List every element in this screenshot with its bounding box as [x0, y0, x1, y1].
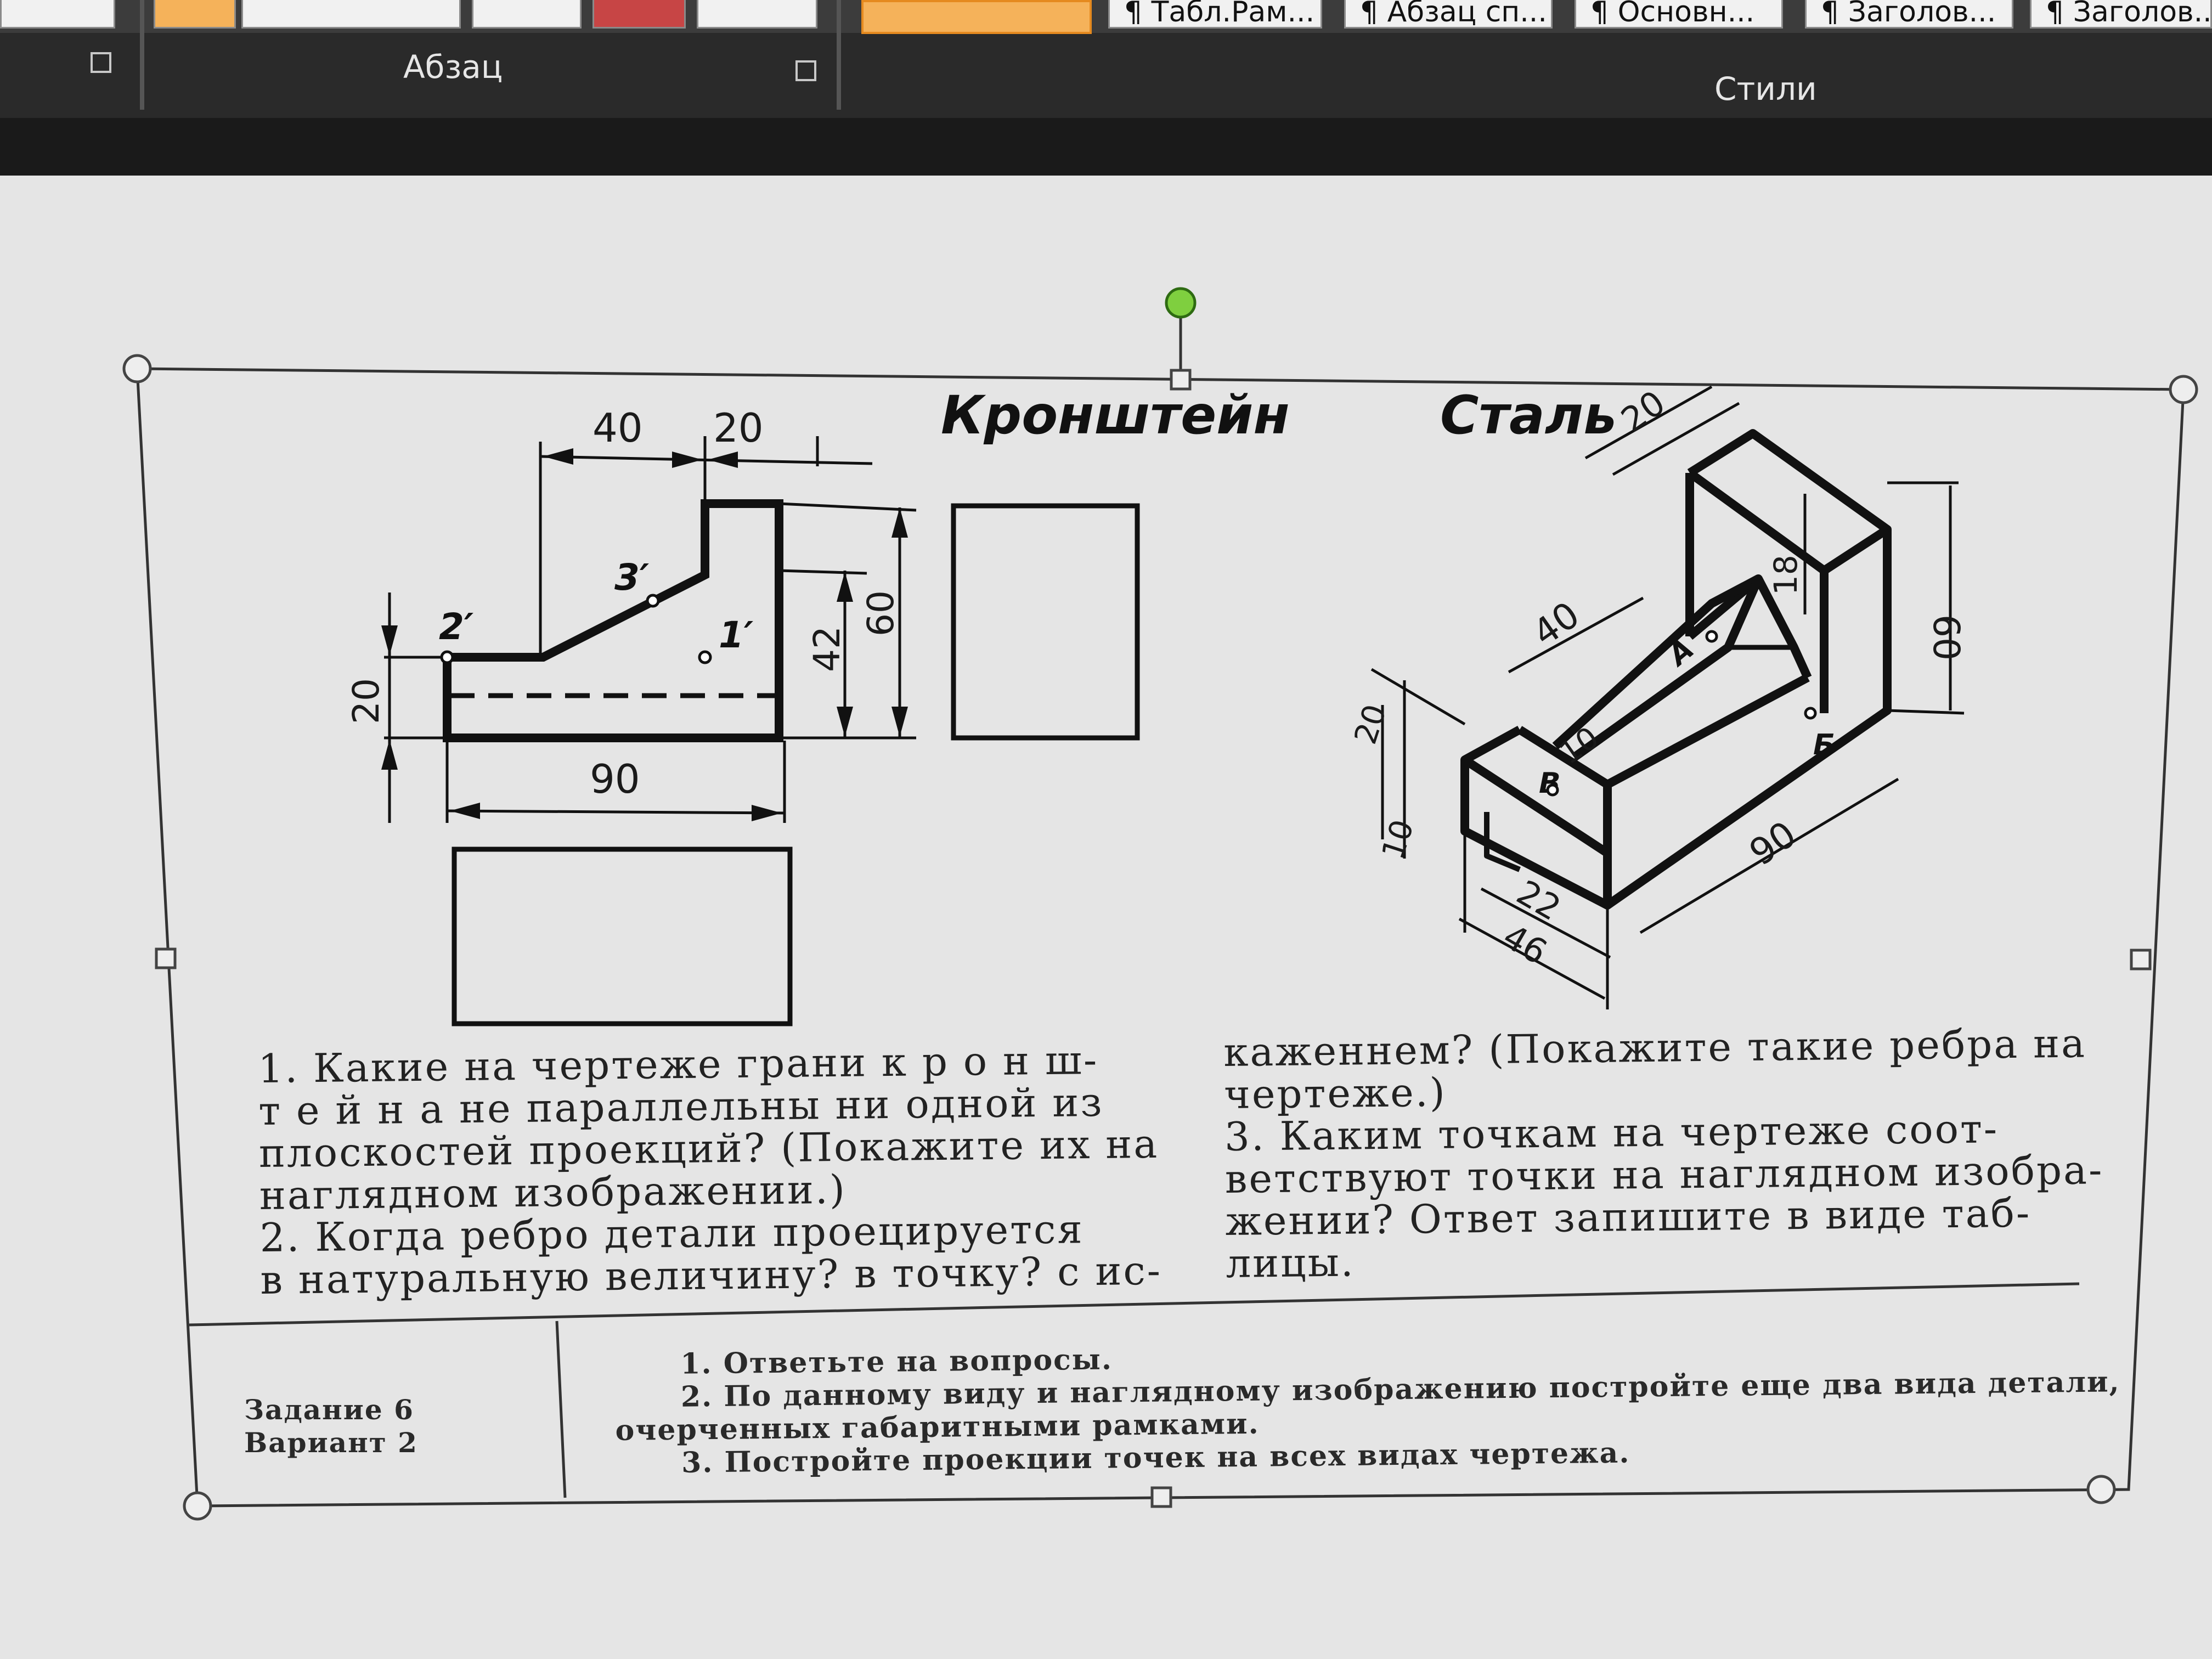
style-button-2[interactable]: ¶ Абзац сп... — [1344, 0, 1553, 29]
svg-text:90: 90 — [1742, 813, 1804, 874]
front-view-dimensions: 40 20 90 20 42 60 3′ 2′ 1′ — [345, 405, 902, 802]
svg-text:20: 20 — [713, 405, 764, 451]
document-page — [0, 176, 2212, 1659]
top-view-frame — [452, 847, 793, 1026]
svg-text:18: 18 — [1767, 555, 1804, 595]
ribbon-button[interactable] — [472, 0, 582, 29]
front-view — [381, 436, 917, 823]
point-b-label: Б — [1813, 729, 1835, 761]
ribbon-button[interactable] — [592, 0, 686, 29]
question-line: жении? Ответ запишите в виде таб- — [1225, 1189, 2032, 1244]
isometric-points — [1546, 630, 1817, 797]
svg-text:60: 60 — [1925, 614, 1967, 661]
svg-text:20: 20 — [345, 678, 387, 724]
svg-text:20: 20 — [1347, 700, 1393, 748]
dialog-launcher-icon[interactable] — [91, 52, 111, 73]
task-number: Задание 6 — [244, 1393, 414, 1426]
side-view-frame — [951, 503, 1140, 741]
group-label-styles: Стили — [1714, 70, 1817, 108]
title-block — [189, 1282, 2080, 1498]
group-separator — [140, 0, 144, 110]
style-button-3[interactable]: ¶ Основн... — [1575, 0, 1783, 29]
isometric-dimension-lines — [1370, 385, 1965, 1009]
resize-handle-icon[interactable] — [122, 354, 2198, 1521]
question-line: плоскостей проекций? (Покажите их на — [258, 1120, 1159, 1176]
svg-text:42: 42 — [806, 626, 848, 672]
document-top-margin — [0, 118, 2212, 176]
picture-selection-frame — [136, 303, 2185, 1508]
ribbon-button[interactable] — [154, 0, 236, 29]
isometric-dimensions: 20 18 60 40 10 20 10 22 46 90 А Б В — [1347, 382, 1967, 972]
rotation-handle-icon[interactable] — [1165, 287, 1197, 319]
svg-text:40: 40 — [1525, 594, 1587, 654]
point-1-label: 1′ — [719, 614, 753, 656]
task-label: Задание 6 Вариант 2 — [244, 1393, 418, 1459]
questions-right-column: каженнем? (Покажите такие ребра на черте… — [1223, 1020, 2104, 1286]
group-label-paragraph: Абзац — [403, 48, 503, 86]
ribbon-button[interactable] — [0, 0, 115, 29]
ribbon-button[interactable] — [697, 0, 817, 29]
point-2-label: 2′ — [439, 606, 473, 648]
style-button-1[interactable]: ¶ Табл.Рам... — [1108, 0, 1322, 29]
svg-text:90: 90 — [590, 756, 640, 802]
svg-text:10: 10 — [1553, 720, 1606, 771]
svg-text:20: 20 — [1614, 382, 1673, 440]
dialog-launcher-icon[interactable] — [795, 60, 816, 81]
question-line: в натуральную величину? в точку? с ис- — [259, 1247, 1163, 1303]
part-title: Кронштейн — [941, 385, 1290, 446]
group-separator — [837, 0, 841, 110]
ribbon-button[interactable] — [241, 0, 461, 29]
material-label: Сталь — [1440, 385, 1617, 446]
svg-text:40: 40 — [592, 405, 643, 451]
style-button-5[interactable]: ¶ Заголов... — [2030, 0, 2212, 29]
task-instructions: 1. Ответьте на вопросы. 2. По данному ви… — [614, 1333, 2121, 1480]
isometric-view — [1460, 429, 1892, 910]
question-line: каженнем? (Покажите такие ребра на — [1223, 1020, 2087, 1075]
style-button-4[interactable]: ¶ Заголов... — [1805, 0, 2013, 29]
style-normal[interactable] — [861, 0, 1092, 34]
ribbon: ¶ Табл.Рам... ¶ Абзац сп... ¶ Основн... … — [0, 0, 2212, 118]
point-3-label: 3′ — [614, 556, 649, 599]
questions-left-column: 1. Какие на чертеже грани к р о н ш- т е… — [258, 1037, 1163, 1303]
variant-number: Вариант 2 — [244, 1426, 418, 1459]
svg-text:60: 60 — [860, 590, 902, 636]
